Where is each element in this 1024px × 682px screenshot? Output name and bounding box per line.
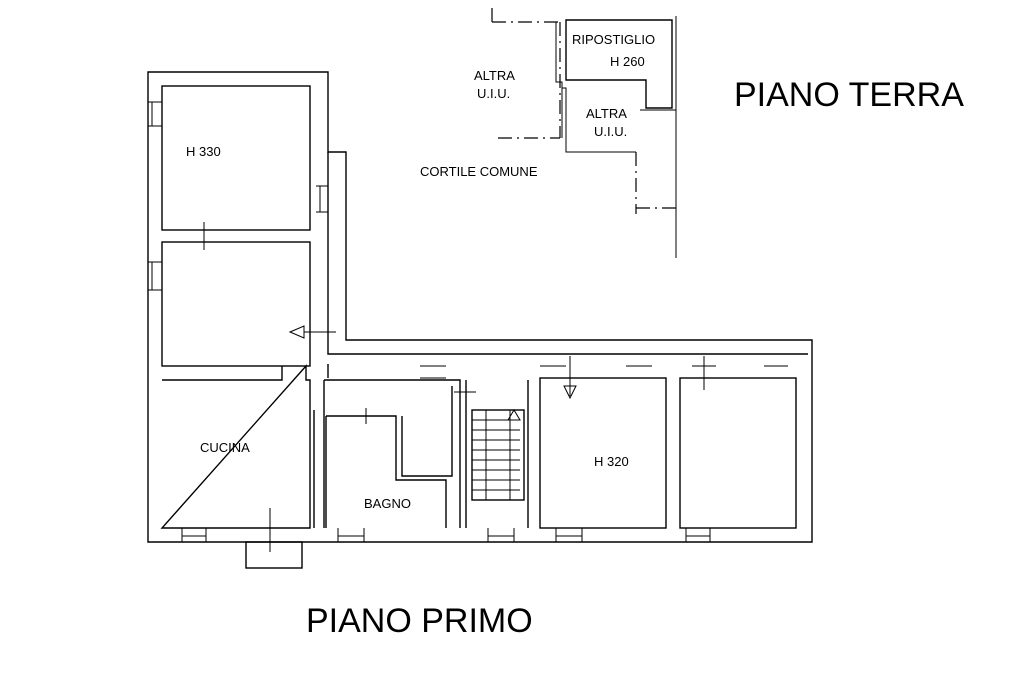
other-unit-boundary-left bbox=[491, 8, 561, 139]
first-floor-plan: H 330 CUCINA BAGNO H 320 PIANO PRIMO bbox=[147, 71, 813, 640]
room-west-upper bbox=[161, 85, 311, 231]
first-floor-title: PIANO PRIMO bbox=[306, 602, 533, 640]
other-unit-right-label: ALTRA bbox=[586, 106, 627, 121]
other-unit-left-label: ALTRA bbox=[474, 68, 515, 83]
room-east-height: H 320 bbox=[594, 454, 629, 469]
bathroom-room bbox=[313, 386, 453, 528]
room-west-middle bbox=[161, 241, 311, 367]
other-unit-boundary-right bbox=[635, 152, 676, 214]
other-unit-wall-left bbox=[555, 22, 563, 138]
entrance-arrow-icon bbox=[288, 325, 336, 339]
outer-wall bbox=[147, 71, 813, 543]
door-marks bbox=[203, 222, 705, 552]
stair-arrow-icon bbox=[563, 385, 577, 400]
other-unit-left-code: U.I.U. bbox=[477, 86, 510, 101]
balcony bbox=[245, 541, 303, 569]
hallway-walls bbox=[323, 379, 461, 528]
staircase bbox=[465, 380, 529, 528]
bathroom-label: BAGNO bbox=[364, 496, 411, 511]
ground-floor-plan: RIPOSTIGLIO H 260 ALTRA U.I.U. ALTRA U.I… bbox=[420, 8, 964, 258]
ground-floor-title: PIANO TERRA bbox=[734, 76, 964, 114]
windows bbox=[148, 101, 788, 542]
storage-room bbox=[565, 16, 677, 258]
corridor-walls bbox=[327, 152, 808, 378]
other-unit-right-code: U.I.U. bbox=[594, 124, 627, 139]
room-west-height: H 330 bbox=[186, 144, 221, 159]
courtyard-label: CORTILE COMUNE bbox=[420, 164, 538, 179]
other-unit-wall-right bbox=[562, 87, 636, 153]
room-east-left bbox=[539, 377, 667, 529]
kitchen-label: CUCINA bbox=[200, 440, 250, 455]
storage-room-label: RIPOSTIGLIO bbox=[572, 32, 655, 47]
room-east-right bbox=[679, 377, 797, 529]
kitchen-room bbox=[160, 364, 311, 529]
storage-room-height: H 260 bbox=[610, 54, 645, 69]
